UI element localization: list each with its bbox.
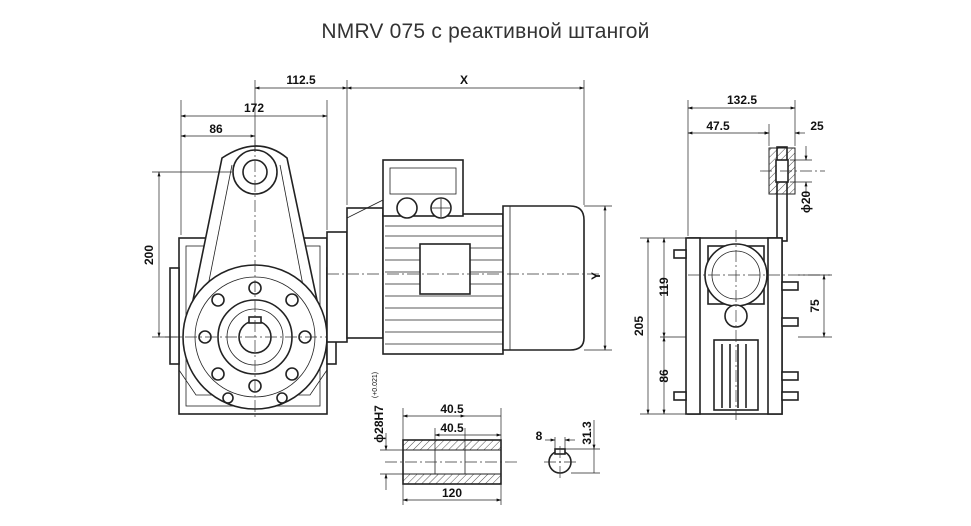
dim-86-top: 86 — [209, 122, 223, 136]
dim-200: 200 — [142, 245, 156, 265]
dim-phi-20: ϕ20 — [799, 191, 813, 214]
fan-cover — [502, 205, 585, 351]
dim-205: 205 — [632, 316, 646, 336]
dim-119: 119 — [657, 277, 671, 297]
dim-8: 8 — [536, 429, 543, 443]
dim-86-side: 86 — [657, 369, 671, 383]
electric-motor — [326, 159, 600, 355]
hollow-shaft-detail: ϕ28H7 (+0.021) 40.5 40.5 120 — [372, 372, 520, 505]
dim-31-3: 31.3 — [580, 421, 594, 445]
front-dimensions: 112.5 X 172 86 200 Y — [142, 73, 612, 351]
gearbox-front-view — [165, 140, 340, 420]
dim-bore-tolerance: (+0.021) — [372, 372, 379, 398]
dim-x: X — [460, 73, 468, 87]
dim-172: 172 — [244, 101, 264, 115]
dim-132-5: 132.5 — [727, 93, 757, 107]
dim-40-5-b: 40.5 — [440, 421, 464, 435]
dim-bore: ϕ28H7 — [372, 405, 386, 443]
dim-112-5: 112.5 — [286, 73, 316, 87]
flange-bolts — [198, 281, 312, 404]
dim-75: 75 — [808, 299, 822, 313]
dim-40-5-a: 40.5 — [440, 402, 464, 416]
dim-25: 25 — [810, 119, 824, 133]
dim-120: 120 — [442, 486, 462, 500]
gearbox-side-view — [673, 146, 830, 420]
dim-47-5: 47.5 — [706, 119, 730, 133]
dim-y: Y — [589, 272, 603, 280]
motor-fins — [385, 225, 503, 345]
side-dimensions: 132.5 47.5 25 ϕ20 205 119 86 75 — [632, 93, 832, 415]
page-title: NMRV 075 с реактивной штангой — [321, 20, 650, 43]
keyway-detail: 8 31.3 — [536, 420, 600, 478]
